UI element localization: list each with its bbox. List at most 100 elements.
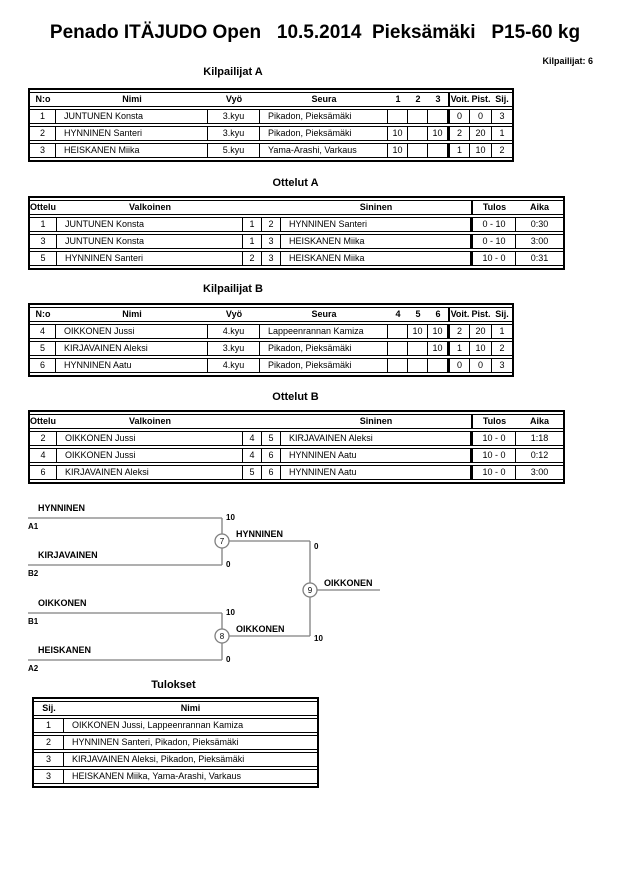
table-row: 3 JUNTUNEN Konsta 1 3 HEISKANEN Miika 0 … <box>30 234 563 249</box>
col-header-wins: Voit. <box>448 92 470 107</box>
cell-result: 10 - 0 <box>471 465 516 480</box>
cell-match-no: 1 <box>30 217 57 232</box>
pool-a-table: N:o Nimi Vyö Seura 1 2 3 Voit. Pist. Sij… <box>28 88 514 162</box>
bracket-line <box>229 540 311 637</box>
results-header-row: Sij. Nimi <box>34 701 317 716</box>
cell-m1: 10 <box>388 126 408 141</box>
table-row: 5 KIRJAVAINEN Aleksi 3.kyu Pikadon, Piek… <box>30 341 512 356</box>
cell-club: Pikadon, Pieksämäki <box>260 109 388 124</box>
col-header-m4: 4 <box>388 307 408 322</box>
matches-b-heading: Ottelut B <box>272 391 319 403</box>
cell-result: 0 - 10 <box>471 234 516 249</box>
col-header-result: Tulos <box>471 200 516 215</box>
matches-a-header-row: Ottelu Valkoinen Sininen Tulos Aika <box>30 200 563 215</box>
cell-time: 0:31 <box>516 251 563 266</box>
cell-club: Yama-Arashi, Varkaus <box>260 143 388 158</box>
col-header-time: Aika <box>516 200 563 215</box>
cell-belt: 4.kyu <box>208 358 260 373</box>
cell-wins: 1 <box>448 143 470 158</box>
cell-match-no: 4 <box>30 448 57 463</box>
cell-m5 <box>408 358 428 373</box>
cell-white: KIRJAVAINEN Aleksi <box>57 465 243 480</box>
cell-wins: 1 <box>448 341 470 356</box>
cell-club: Pikadon, Pieksämäki <box>260 126 388 141</box>
cell-no: 5 <box>30 341 56 356</box>
table-row: 6 HYNNINEN Aatu 4.kyu Pikadon, Pieksämäk… <box>30 358 512 373</box>
col-header-no: N:o <box>30 92 56 107</box>
cell-wins: 2 <box>448 126 470 141</box>
cell-points: 10 <box>470 143 492 158</box>
cell-wins: 2 <box>448 324 470 339</box>
cell-result: 0 - 10 <box>471 217 516 232</box>
bracket-sf1-winner-score: 0 <box>314 542 319 551</box>
cell-white: OIKKONEN Jussi <box>57 448 243 463</box>
table-row: 4 OIKKONEN Jussi 4.kyu Lappeenrannan Kam… <box>30 324 512 339</box>
competitor-count: Kilpailijat: 6 <box>542 56 593 66</box>
cell-belt: 3.kyu <box>208 341 260 356</box>
match-7-number: 7 <box>220 537 225 546</box>
cell-club: Lappeenrannan Kamiza <box>260 324 388 339</box>
cell-place: 3 <box>492 358 512 373</box>
col-header-m1: 1 <box>388 92 408 107</box>
cell-place: 2 <box>492 143 512 158</box>
cell-white: JUNTUNEN Konsta <box>57 217 243 232</box>
col-header-belt: Vyö <box>208 307 260 322</box>
cell-blue: KIRJAVAINEN Aleksi <box>281 431 471 446</box>
matches-b-header-row: Ottelu Valkoinen Sininen Tulos Aika <box>30 414 563 429</box>
bracket-sf2-bottom-name: HEISKANEN <box>38 645 91 655</box>
cell-belt: 4.kyu <box>208 324 260 339</box>
cell-name: HEISKANEN Miika, Yama-Arashi, Varkaus <box>64 769 317 784</box>
cell-club: Pikadon, Pieksämäki <box>260 341 388 356</box>
table-row: 6 KIRJAVAINEN Aleksi 5 6 HYNNINEN Aatu 1… <box>30 465 563 480</box>
col-header-place: Sij. <box>34 701 64 716</box>
page-title: Penado ITÄJUDO Open 10.5.2014 Pieksämäki… <box>49 22 581 43</box>
col-header-place: Sij. <box>492 307 512 322</box>
cell-match-no: 3 <box>30 234 57 249</box>
table-row: 5 HYNNINEN Santeri 2 3 HEISKANEN Miika 1… <box>30 251 563 266</box>
bracket-lines <box>28 517 380 661</box>
cell-name: KIRJAVAINEN Aleksi <box>56 341 208 356</box>
table-row: 2 OIKKONEN Jussi 4 5 KIRJAVAINEN Aleksi … <box>30 431 563 446</box>
cell-points: 10 <box>470 341 492 356</box>
matches-a-table: Ottelu Valkoinen Sininen Tulos Aika 1 JU… <box>28 196 565 270</box>
table-row: 1 JUNTUNEN Konsta 3.kyu Pikadon, Pieksäm… <box>30 109 512 124</box>
cell-blue-no: 3 <box>262 251 281 266</box>
cell-blue-no: 6 <box>262 465 281 480</box>
cell-blue: HYNNINEN Aatu <box>281 448 471 463</box>
cell-name: OIKKONEN Jussi, Lappeenrannan Kamiza <box>64 718 317 733</box>
col-header-time: Aika <box>516 414 563 429</box>
bracket-sf2-top-name: OIKKONEN <box>38 598 87 608</box>
bracket-sf2-bottom-seed: A2 <box>28 664 39 673</box>
col-header-points: Pist. <box>470 307 492 322</box>
cell-place: 1 <box>492 324 512 339</box>
cell-m5: 10 <box>408 324 428 339</box>
cell-time: 0:12 <box>516 448 563 463</box>
cell-place: 2 <box>492 341 512 356</box>
cell-m3: 10 <box>428 126 448 141</box>
cell-no: 3 <box>30 143 56 158</box>
table-row: 1 JUNTUNEN Konsta 1 2 HYNNINEN Santeri 0… <box>30 217 563 232</box>
matches-a-heading: Ottelut A <box>272 177 319 189</box>
cell-points: 0 <box>470 358 492 373</box>
cell-result: 10 - 0 <box>471 251 516 266</box>
cell-blue: HYNNINEN Aatu <box>281 465 471 480</box>
cell-m2 <box>408 109 428 124</box>
cell-m1 <box>388 109 408 124</box>
cell-m4 <box>388 341 408 356</box>
cell-no: 2 <box>30 126 56 141</box>
cell-belt: 5.kyu <box>208 143 260 158</box>
cell-m3 <box>428 143 448 158</box>
cell-blue: HEISKANEN Miika <box>281 251 471 266</box>
col-header-white: Valkoinen <box>57 200 243 215</box>
cell-m6: 10 <box>428 341 448 356</box>
col-header-result: Tulos <box>471 414 516 429</box>
cell-place: 1 <box>492 126 512 141</box>
match-7-circle <box>214 533 230 549</box>
cell-white: HYNNINEN Santeri <box>57 251 243 266</box>
cell-no: 1 <box>30 109 56 124</box>
table-row: 1 OIKKONEN Jussi, Lappeenrannan Kamiza <box>34 718 317 733</box>
cell-points: 20 <box>470 324 492 339</box>
cell-m4 <box>388 358 408 373</box>
cell-belt: 3.kyu <box>208 109 260 124</box>
cell-m6: 10 <box>428 324 448 339</box>
